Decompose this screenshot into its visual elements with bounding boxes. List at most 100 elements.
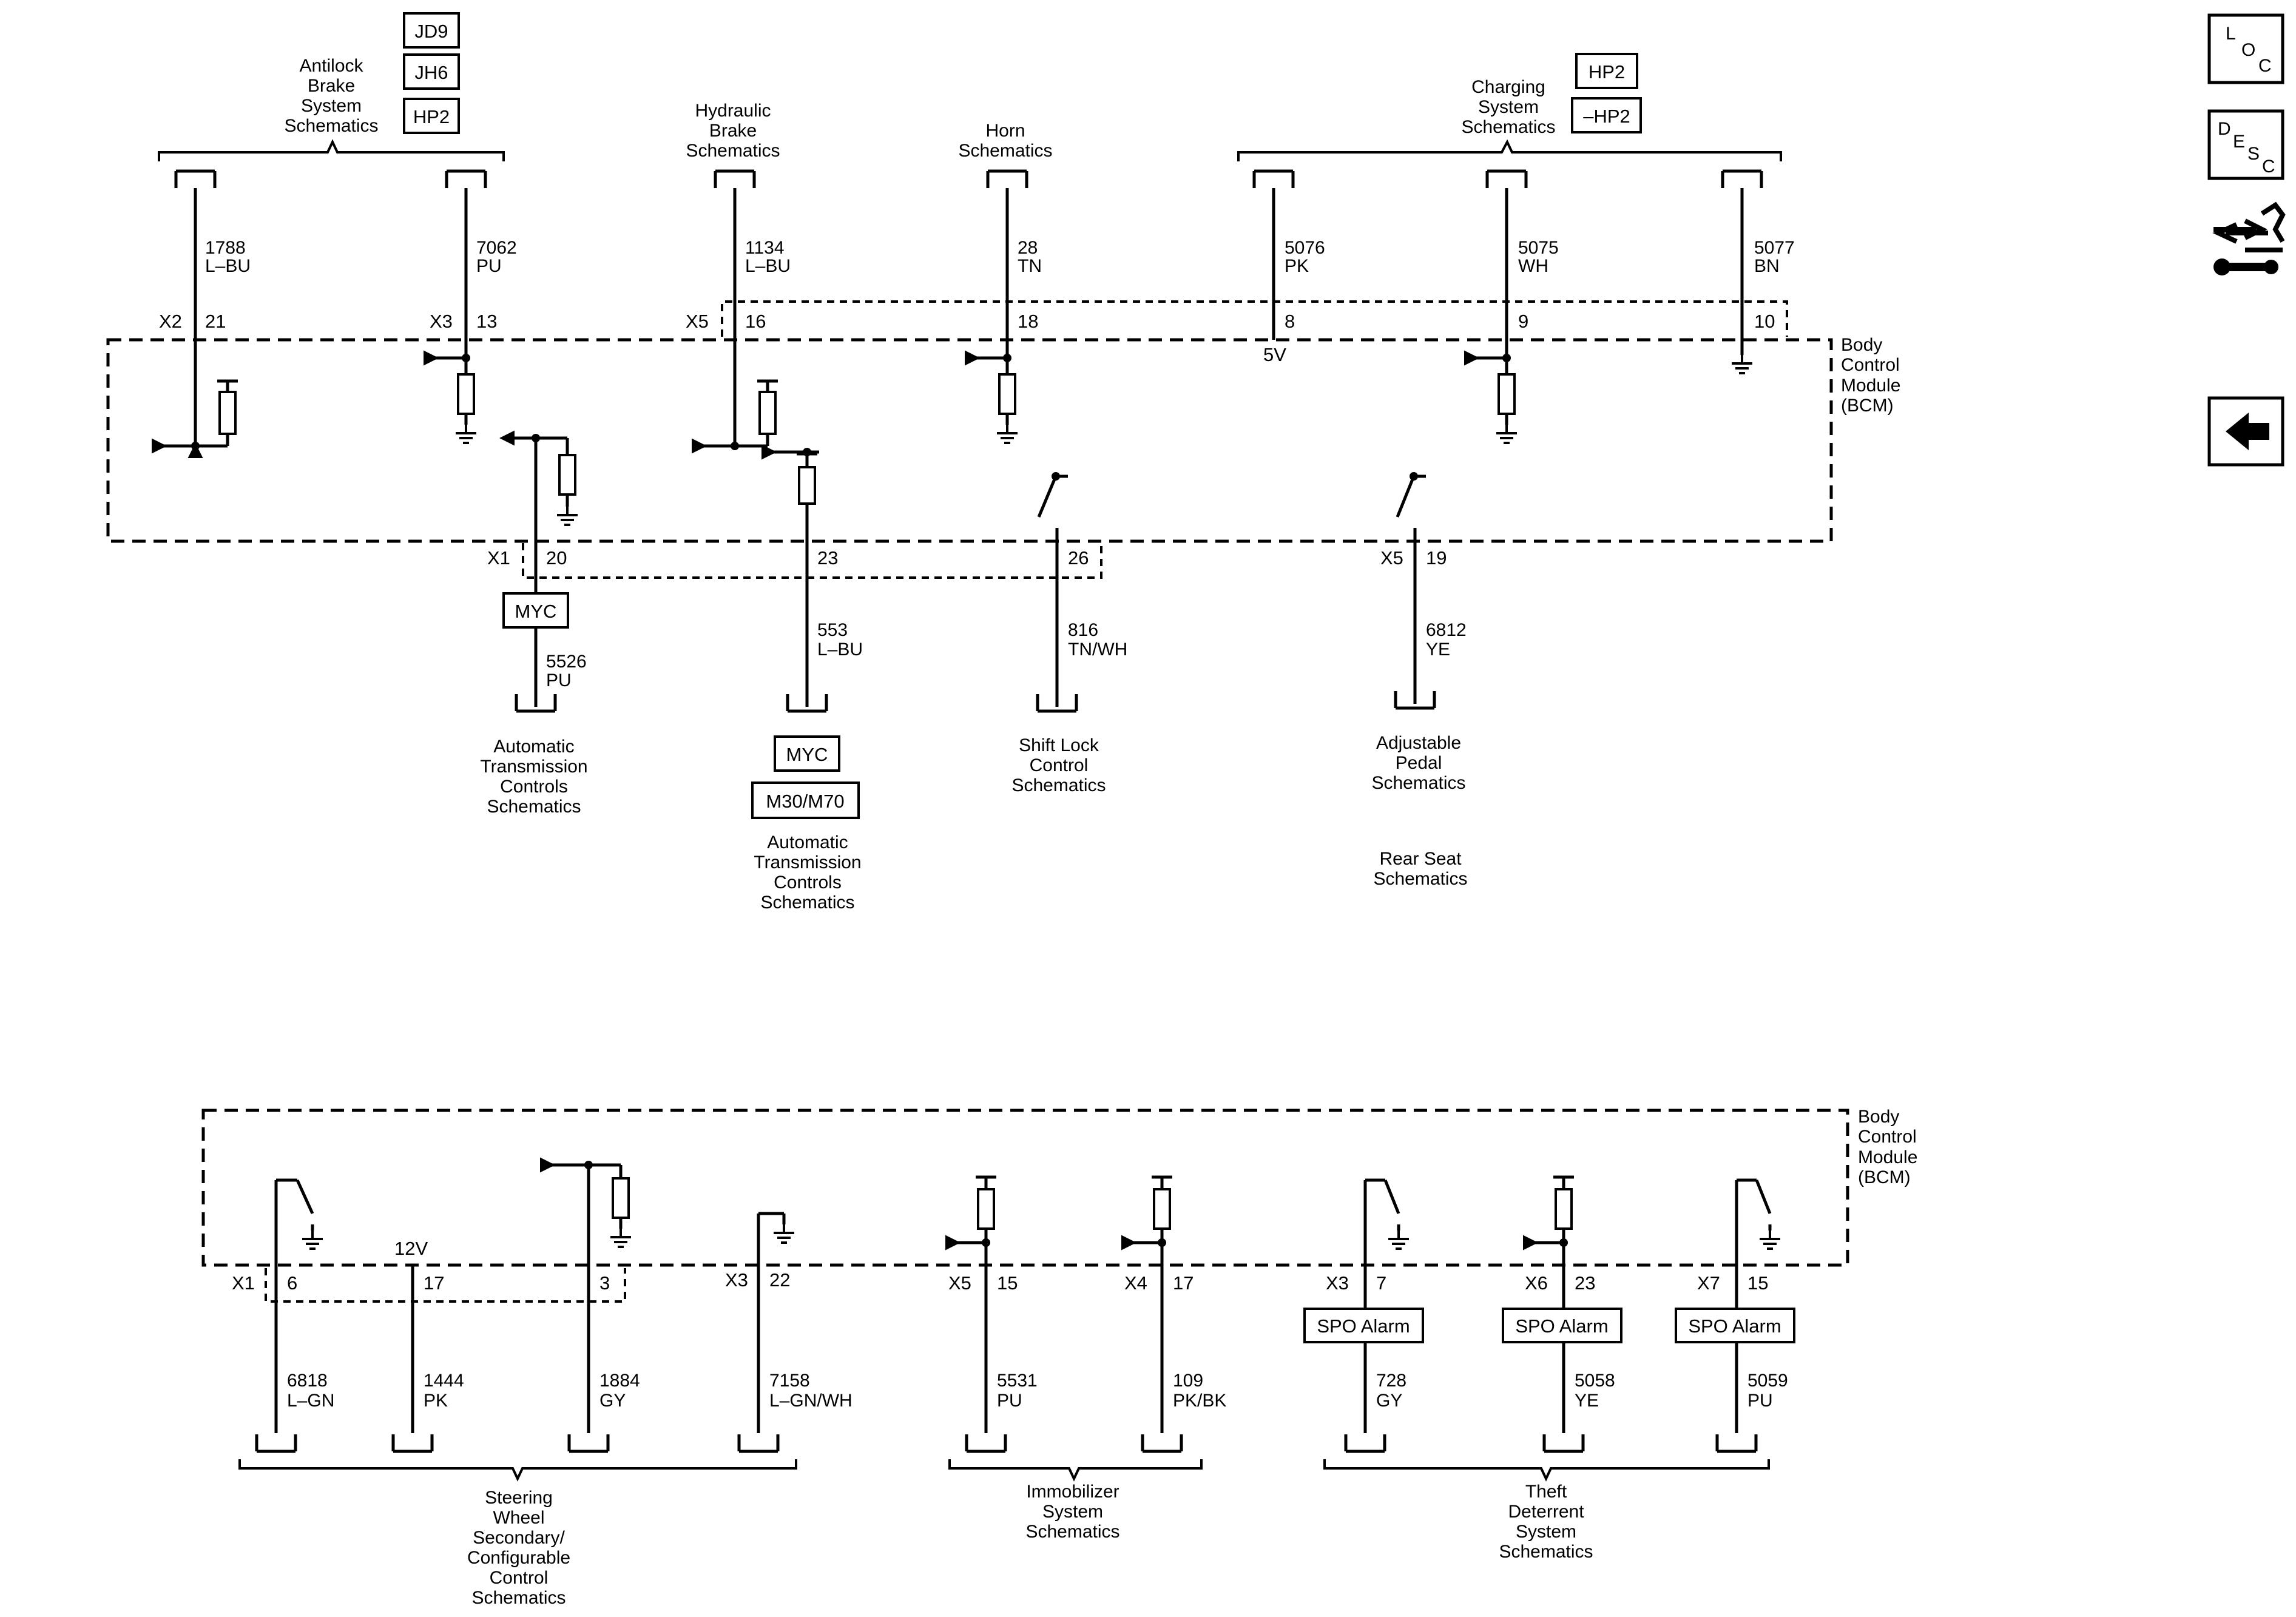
svg-text:5077: 5077: [1754, 238, 1795, 258]
wire-1444[interactable]: 12V 17 1444 PK: [393, 1238, 464, 1451]
wire-728[interactable]: X3 7 728 GY: [1326, 1178, 1410, 1451]
svg-text:Configurable: Configurable: [467, 1548, 570, 1568]
abs-schematics-ref[interactable]: Antilock Brake System Schematics: [284, 56, 378, 136]
svg-text:1134: 1134: [745, 238, 785, 258]
svg-text:Immobilizer: Immobilizer: [1026, 1482, 1119, 1502]
svg-text:10: 10: [1754, 311, 1775, 332]
wire-5076[interactable]: 5076 PK 8 5V: [1254, 171, 1325, 365]
svg-text:Rear Seat: Rear Seat: [1379, 849, 1462, 869]
svg-text:Schematics: Schematics: [958, 141, 1052, 161]
svg-text:PK/BK: PK/BK: [1173, 1391, 1226, 1411]
bcm-bottom-label: Body Control Module (BCM): [1858, 1107, 1917, 1187]
svg-text:6: 6: [287, 1272, 297, 1294]
svg-text:6818: 6818: [287, 1371, 328, 1391]
svg-text:Module: Module: [1858, 1147, 1917, 1167]
wire-5526[interactable]: X1 20 5526 PU: [487, 430, 587, 711]
svg-text:PK: PK: [424, 1391, 448, 1411]
svg-text:5059: 5059: [1747, 1371, 1788, 1391]
bcm-bottom-boundary: [201, 1109, 1849, 1267]
wire-553[interactable]: 23 553 L–BU: [761, 444, 863, 711]
wire-5058[interactable]: X6 23 5058 YE: [1523, 1175, 1615, 1451]
wire-1884[interactable]: 3 1884 GY: [540, 1157, 640, 1451]
svg-text:BN: BN: [1754, 256, 1780, 276]
back-button[interactable]: [2207, 396, 2284, 467]
pedal-schematics-ref[interactable]: Adjustable Pedal Schematics: [1371, 733, 1465, 793]
svg-text:18: 18: [1018, 311, 1038, 332]
svg-text:Schematics: Schematics: [1499, 1542, 1593, 1562]
svg-text:7062: 7062: [476, 238, 517, 258]
svg-text:Schematics: Schematics: [1371, 773, 1465, 793]
wire-109[interactable]: X4 17 109 PK/BK: [1121, 1175, 1226, 1451]
svg-text:MYC: MYC: [515, 601, 557, 622]
wire-5077[interactable]: 5077 BN 10: [1723, 171, 1795, 374]
trans2-schematics-ref[interactable]: Automatic Transmission Controls Schemati…: [754, 832, 861, 913]
svg-text:YE: YE: [1426, 640, 1450, 660]
svg-text:5V: 5V: [1263, 344, 1286, 365]
theft-schematics-ref[interactable]: Theft Deterrent System Schematics: [1499, 1482, 1593, 1562]
connector-end-view-icon[interactable]: [2212, 201, 2286, 275]
svg-text:WH: WH: [1518, 256, 1548, 276]
svg-text:PU: PU: [546, 670, 572, 690]
svg-text:X6: X6: [1525, 1272, 1548, 1294]
svg-text:System: System: [1478, 97, 1539, 117]
trans1-option-myc: MYC: [502, 592, 569, 629]
charging-option-hp2: HP2: [1575, 53, 1638, 89]
desc-button[interactable]: D E S C: [2207, 109, 2284, 180]
loc-button[interactable]: L O C: [2207, 13, 2284, 84]
wire-816[interactable]: 26 816 TN/WH: [1038, 472, 1127, 711]
svg-text:X1: X1: [232, 1272, 255, 1294]
svg-text:L–GN/WH: L–GN/WH: [769, 1391, 853, 1411]
svg-text:M30/M70: M30/M70: [766, 791, 844, 812]
hydraulic-brake-schematics-ref[interactable]: Hydraulic Brake Schematics: [686, 101, 780, 161]
wire-7158[interactable]: X3 22 7158 L–GN/WH: [725, 1212, 853, 1451]
svg-text:Steering: Steering: [485, 1488, 553, 1508]
svg-text:28: 28: [1018, 238, 1038, 258]
svg-text:26: 26: [1068, 547, 1089, 569]
svg-text:–HP2: –HP2: [1583, 106, 1630, 127]
svg-text:PU: PU: [1747, 1391, 1773, 1411]
wire-6812[interactable]: X5 19 6812 YE: [1380, 472, 1467, 708]
wire-7062[interactable]: 7062 PU X3 13: [424, 171, 517, 444]
svg-text:MYC: MYC: [786, 744, 828, 765]
svg-text:13: 13: [476, 311, 497, 332]
horn-schematics-ref[interactable]: Horn Schematics: [958, 121, 1052, 161]
svg-text:Transmission: Transmission: [754, 852, 861, 873]
bcm-top-boundary: [106, 338, 1833, 543]
wire-1134[interactable]: 1134 L–BU X5 16: [686, 171, 791, 454]
shiftlock-schematics-ref[interactable]: Shift Lock Control Schematics: [1011, 735, 1106, 795]
wire-5531[interactable]: X5 15 5531 PU: [945, 1175, 1038, 1451]
wire-5059[interactable]: X7 15 5059 PU: [1697, 1178, 1788, 1451]
charging-schematics-ref[interactable]: Charging System Schematics: [1461, 77, 1555, 137]
svg-text:Schematics: Schematics: [1461, 117, 1555, 137]
svg-text:Control: Control: [1858, 1127, 1917, 1147]
svg-text:Schematics: Schematics: [1025, 1522, 1119, 1542]
svg-text:Schematics: Schematics: [1373, 869, 1467, 889]
svg-text:X4: X4: [1124, 1272, 1147, 1294]
back-arrow-icon: [2226, 413, 2269, 450]
immobilizer-schematics-ref[interactable]: Immobilizer System Schematics: [1025, 1482, 1119, 1542]
svg-text:816: 816: [1068, 620, 1098, 640]
wire-6818[interactable]: X1 6 6818 L–GN: [232, 1178, 334, 1451]
svg-text:System: System: [301, 96, 362, 116]
svg-text:X2: X2: [159, 311, 182, 332]
wire-5075[interactable]: 5075 WH 9: [1464, 171, 1559, 444]
svg-text:Control: Control: [1030, 755, 1089, 775]
trans1-schematics-ref[interactable]: Automatic Transmission Controls Schemati…: [480, 737, 587, 817]
svg-text:YE: YE: [1575, 1391, 1599, 1411]
steering-schematics-ref[interactable]: Steering Wheel Secondary/ Configurable C…: [467, 1488, 570, 1608]
svg-text:5075: 5075: [1518, 238, 1559, 258]
svg-text:5531: 5531: [997, 1371, 1038, 1391]
wire-28[interactable]: 28 TN 18: [965, 171, 1042, 444]
svg-text:Control: Control: [1841, 355, 1900, 375]
rear-seat-schematics-ref[interactable]: Rear Seat Schematics: [1373, 849, 1467, 889]
svg-text:X3: X3: [725, 1269, 748, 1291]
svg-text:TN: TN: [1018, 256, 1042, 276]
svg-text:Automatic: Automatic: [493, 737, 574, 757]
svg-text:Controls: Controls: [500, 777, 568, 797]
svg-text:Adjustable: Adjustable: [1376, 733, 1461, 753]
wire-1788[interactable]: 1788 L–BU X2 21: [152, 171, 251, 458]
svg-text:Theft: Theft: [1525, 1482, 1567, 1502]
svg-text:Body: Body: [1858, 1107, 1899, 1127]
desc-letter: S: [2247, 144, 2260, 164]
svg-text:GY: GY: [599, 1391, 626, 1411]
